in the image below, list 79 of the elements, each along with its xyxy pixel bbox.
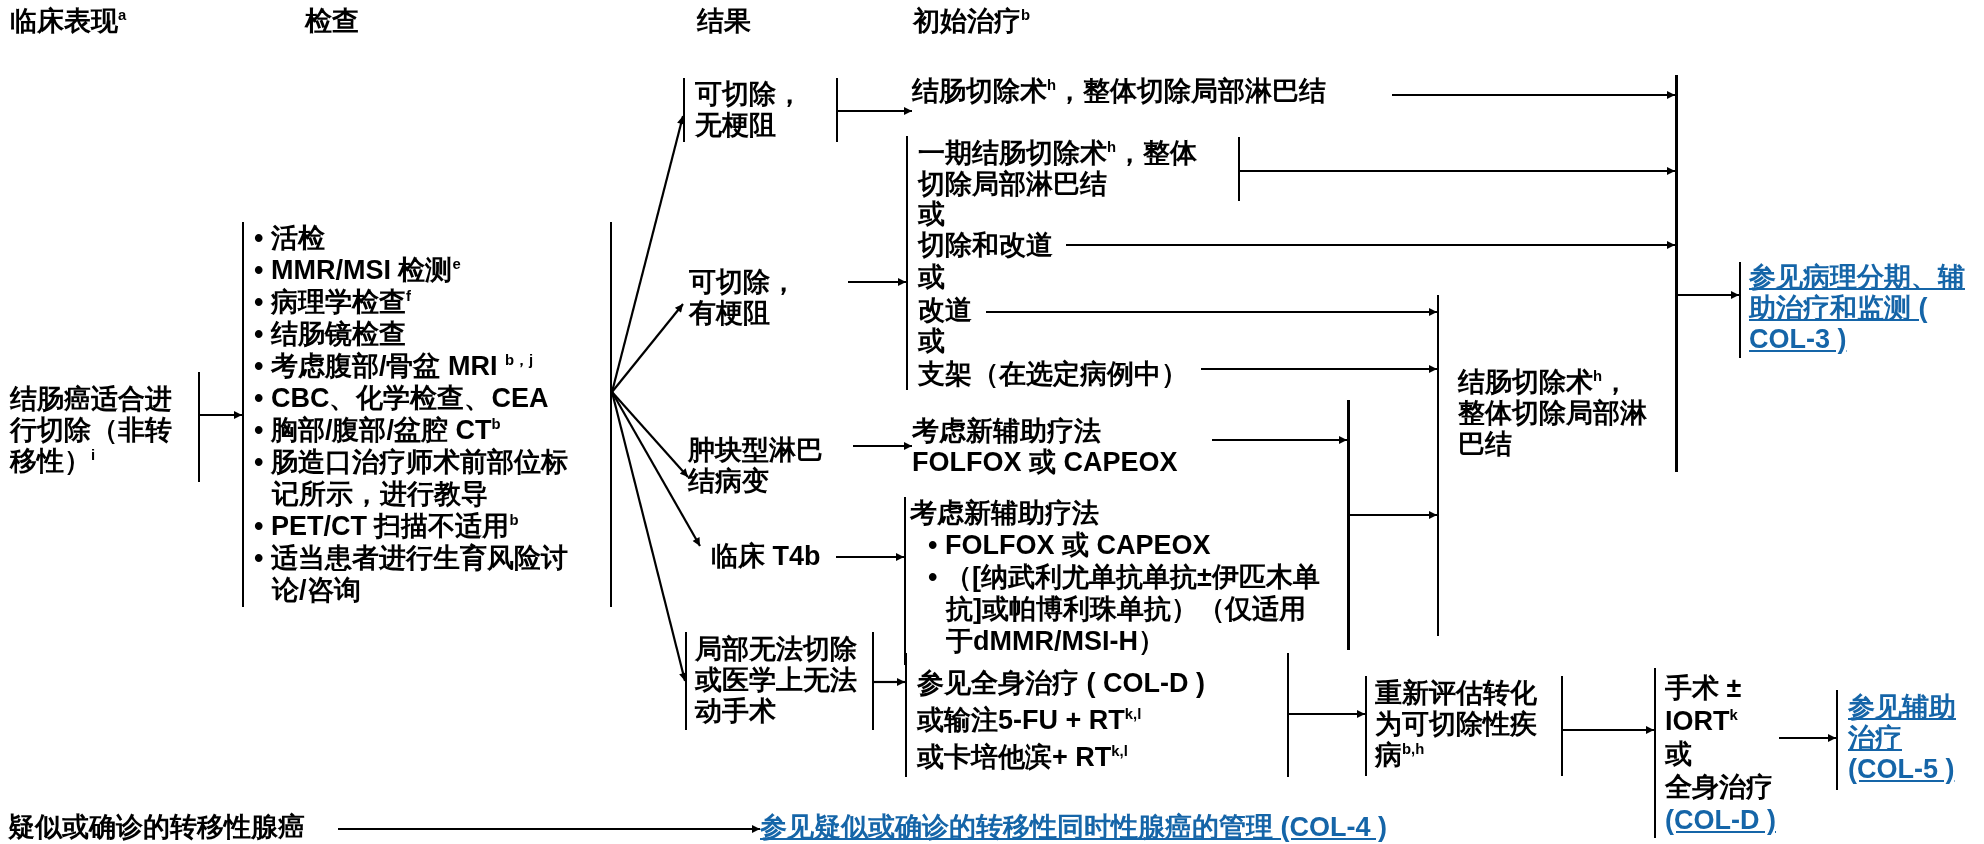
list-item: • 结肠镜检查 xyxy=(254,318,407,350)
column-heading: 临床表现$^{a}$ xyxy=(10,6,127,37)
bracket-box xyxy=(683,78,838,142)
node-text: 考虑新辅助疗法 xyxy=(910,497,1100,529)
arrow xyxy=(836,553,904,561)
node-text: 重新评估转化为可切除性疾病$^{b,h}$ xyxy=(1375,678,1538,771)
column-heading: 结果 xyxy=(697,6,751,37)
node-text: 结肠切除术$^{h}$，整体切除局部淋巴结 xyxy=(1458,367,1648,460)
arrow xyxy=(1392,91,1675,99)
node-text: 肿块型淋巴结病变 xyxy=(688,435,824,497)
node-text: 参见全身治疗 ( COL-D ) xyxy=(917,667,1206,700)
list-item: • 适当患者进行生育风险讨论/咨询 xyxy=(254,542,569,606)
link-text: 参见疑似或确诊的转移性同时性腺癌的管理 (COL-4 ) xyxy=(760,812,1388,843)
node-text: 全身治疗 xyxy=(1665,771,1774,804)
column-heading: 初始治疗$^{b}$ xyxy=(913,6,1031,37)
arrow xyxy=(1289,710,1365,718)
arrow xyxy=(338,825,760,833)
node-text: 疑似或确诊的转移性腺癌 xyxy=(8,812,306,843)
arrow xyxy=(611,303,684,393)
bracket-bar xyxy=(1347,400,1350,650)
list-item: • MMR/MSI 检测$^{e}$ xyxy=(254,254,462,286)
list-item: • （[纳武利尤单抗单抗±伊匹木单抗]或帕博利珠单抗）（仅适用于dMMR/MSI-H） xyxy=(928,561,1320,657)
arrow xyxy=(611,391,689,478)
arrow xyxy=(1678,291,1739,299)
link-text: 参见病理分期、辅助治疗和监测 ( COL-3 ) xyxy=(1749,262,1966,355)
bracket-box xyxy=(242,222,612,607)
arrow xyxy=(610,115,685,393)
node-text: 一期结肠切除术$^{h}$，整体切除局部淋巴结 xyxy=(918,138,1199,200)
link-text: (COL-D ) xyxy=(1665,804,1777,837)
arrow xyxy=(986,308,1437,316)
or-text: 或 xyxy=(918,262,945,293)
list-item: • 胸部/腹部/盆腔 CT$^{b}$ xyxy=(254,414,502,446)
node-text: 支架（在选定病例中） xyxy=(918,359,1189,390)
arrow xyxy=(1066,241,1675,249)
list-item: • 活检 xyxy=(254,222,326,254)
arrow xyxy=(838,107,912,115)
arrow xyxy=(1238,167,1675,175)
list-item: • 肠造口治疗师术前部位标记所示，进行教导 xyxy=(254,446,569,510)
node-text: FOLFOX 或 CAPEOX xyxy=(912,447,1179,478)
node-text: 改道 xyxy=(918,295,973,326)
bracket-box xyxy=(905,653,1289,777)
arrow xyxy=(610,391,687,682)
column-heading: 检查 xyxy=(305,6,359,37)
arrow xyxy=(1212,436,1347,444)
arrow xyxy=(848,278,906,286)
node-text: 或卡培他滨+ RT$^{k,l}$ xyxy=(917,741,1129,774)
arrow xyxy=(611,391,701,547)
list-item: • FOLFOX 或 CAPEOX xyxy=(928,529,1212,561)
node-text: 考虑新辅助疗法 xyxy=(912,416,1102,447)
link-text: 参见辅助治疗 (COL-5 ) xyxy=(1848,692,1957,785)
list-item: • 考虑腹部/骨盆 MRI $^{b，j}$ xyxy=(254,350,535,382)
arrow xyxy=(1201,365,1437,373)
arrow xyxy=(853,442,912,450)
node-text: 临床 T4b xyxy=(711,541,822,572)
node-text: 或输注5-FU + RT$^{k,l}$ xyxy=(917,704,1143,737)
node-text: 可切除，无梗阻 xyxy=(695,79,804,141)
arrow xyxy=(874,678,905,686)
node-text: 局部无法切除或医学上无法动手术 xyxy=(695,634,858,727)
node-text: 结肠癌适合进行切除（非转移性）$^{i}$ xyxy=(10,384,173,477)
node-text: 可切除，有梗阻 xyxy=(689,267,798,329)
arrow xyxy=(1350,511,1437,519)
bracket-box xyxy=(8,372,200,482)
bracket-box xyxy=(906,136,1241,390)
arrow xyxy=(1779,734,1836,742)
bracket-bar xyxy=(1675,75,1678,472)
bracket-box xyxy=(1365,676,1563,776)
bracket-box xyxy=(685,632,874,730)
node-text: 手术 ± IORT$^{k}$ xyxy=(1665,672,1743,738)
arrow xyxy=(200,411,242,419)
bracket-box xyxy=(918,137,1240,201)
node-text: 或 xyxy=(1665,738,1693,771)
node-text: 结肠切除术$^{h}$，整体切除局部淋巴结 xyxy=(912,76,1328,107)
arrow xyxy=(1563,726,1654,734)
node-text: 切除和改道 xyxy=(918,230,1054,261)
or-text: 或 xyxy=(918,326,945,357)
or-text: 或 xyxy=(918,199,945,230)
list-item: • 病理学检查$^{f}$ xyxy=(254,286,412,318)
list-item: • CBC、化学检查、CEA xyxy=(254,382,550,414)
list-item: • PET/CT 扫描不适用$^{b}$ xyxy=(254,510,520,542)
